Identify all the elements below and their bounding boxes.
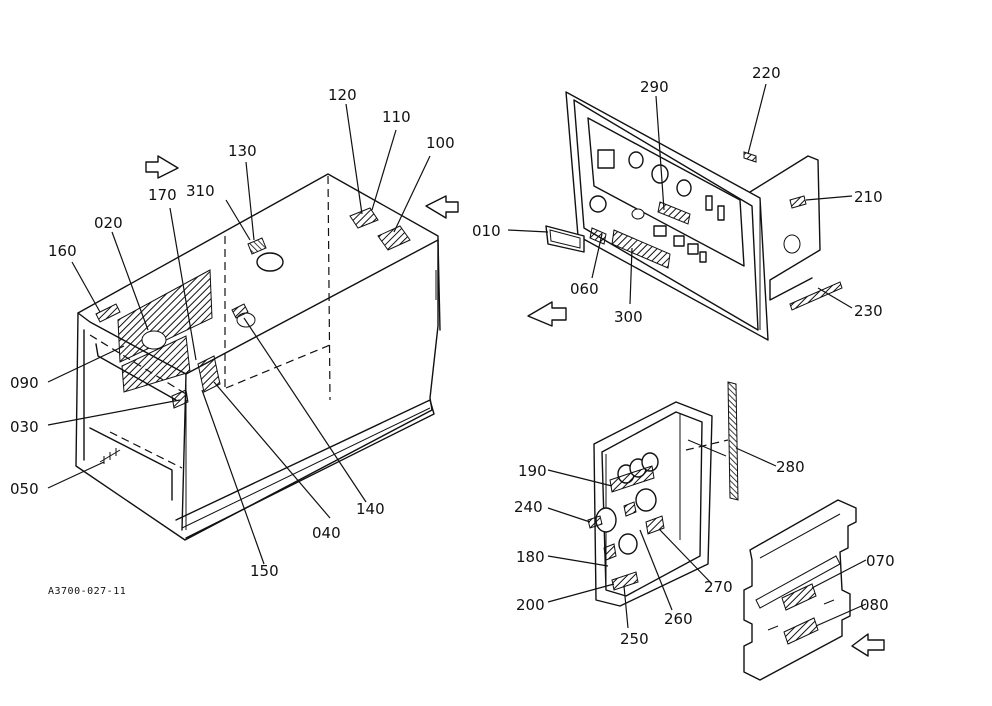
callout-230: 230 <box>854 302 883 320</box>
cabinet-assembly <box>75 173 441 541</box>
callout-170: 170 <box>148 186 177 204</box>
callout-190: 190 <box>518 462 547 480</box>
direction-arrow-group-left <box>145 155 459 219</box>
leader-lines-top-right <box>507 83 853 309</box>
callout-labels: 010 020 030 040 050 060 070 080 090 100 … <box>10 64 895 648</box>
callout-140: 140 <box>356 500 385 518</box>
callout-250: 250 <box>620 630 649 648</box>
callout-150: 150 <box>250 562 279 580</box>
callout-060: 060 <box>570 280 599 298</box>
strip-part-280 <box>727 381 739 501</box>
callout-120: 120 <box>328 86 357 104</box>
callout-290: 290 <box>640 78 669 96</box>
callout-110: 110 <box>382 108 411 126</box>
callout-310: 310 <box>186 182 215 200</box>
arrow-icon <box>425 195 459 219</box>
callout-020: 020 <box>94 214 123 232</box>
figure-code: A3700-027-11 <box>48 586 126 597</box>
callout-260: 260 <box>664 610 693 628</box>
callout-180: 180 <box>516 548 545 566</box>
arrow-icon <box>527 301 567 327</box>
back-plate-assembly <box>743 499 857 681</box>
callout-300: 300 <box>614 308 643 326</box>
leader-lines-bottom-right <box>811 559 867 627</box>
leader-lines-left <box>47 103 431 565</box>
leader-lines-middle-right <box>547 447 777 629</box>
callout-220: 220 <box>752 64 781 82</box>
callout-160: 160 <box>48 242 77 260</box>
callout-090: 090 <box>10 374 39 392</box>
sub-panel-assembly <box>587 401 729 607</box>
control-panel-assembly <box>545 91 843 341</box>
callout-240: 240 <box>514 498 543 516</box>
arrow-icon <box>145 155 179 179</box>
callout-070: 070 <box>866 552 895 570</box>
callout-210: 210 <box>854 188 883 206</box>
callout-200: 200 <box>516 596 545 614</box>
callout-040: 040 <box>312 524 341 542</box>
callout-080: 080 <box>860 596 889 614</box>
callout-010: 010 <box>472 222 501 240</box>
callout-130: 130 <box>228 142 257 160</box>
callout-050: 050 <box>10 480 39 498</box>
callout-270: 270 <box>704 578 733 596</box>
callout-030: 030 <box>10 418 39 436</box>
callout-280: 280 <box>776 458 805 476</box>
arrow-icon <box>851 633 885 657</box>
callout-100: 100 <box>426 134 455 152</box>
